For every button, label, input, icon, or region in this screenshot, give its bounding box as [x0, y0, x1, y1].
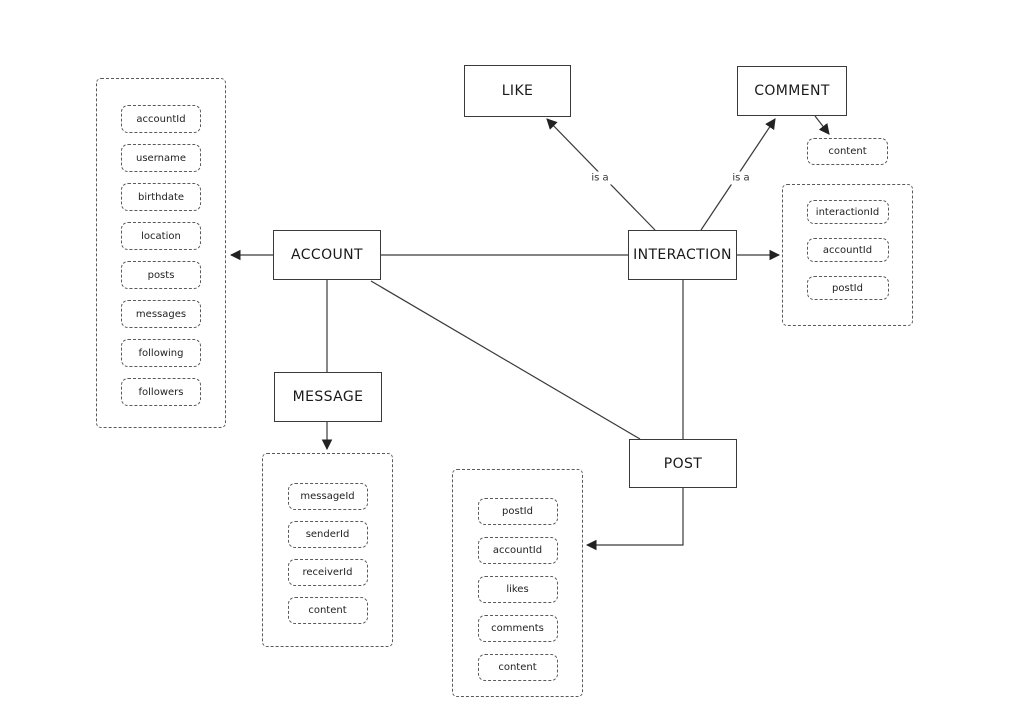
attribute-postid: postId [806, 276, 889, 300]
entity-box-comment: COMMENT [737, 66, 847, 116]
entity-label-post: POST [663, 455, 703, 472]
attribute-location: location [121, 222, 201, 250]
attribute-likes: likes [477, 576, 558, 603]
attribute-content: content [477, 654, 558, 681]
connector-account-post [370, 280, 641, 440]
entity-label-interaction: INTERACTION [633, 247, 732, 263]
attribute-comment-content: content [807, 138, 888, 165]
attribute-group-post: postId accountId likes comments content [452, 469, 583, 697]
entity-label-message: MESSAGE [292, 389, 364, 405]
connector-comment-to-content [814, 115, 830, 135]
attribute-interactionid: interactionId [806, 200, 889, 224]
attribute-group-account: accountId username birthdate location po… [96, 78, 226, 428]
attribute-following: following [121, 339, 201, 367]
edge-label-is-a: is a [728, 171, 754, 185]
attribute-messageid: messageId [287, 483, 368, 510]
attribute-messages: messages [121, 300, 201, 328]
attribute-content: content [287, 597, 368, 624]
attribute-birthdate: birthdate [121, 183, 201, 211]
attribute-username: username [121, 144, 201, 172]
attribute-posts: posts [121, 261, 201, 289]
attribute-comments: comments [477, 615, 558, 642]
attribute-accountid: accountId [477, 537, 558, 564]
entity-label-comment: COMMENT [754, 83, 830, 99]
entity-box-interaction: INTERACTION [628, 230, 737, 280]
attribute-receiverid: receiverId [287, 559, 368, 586]
attribute-postid: postId [477, 498, 558, 525]
entity-label-account: ACCOUNT [291, 247, 363, 263]
entity-box-post: POST [629, 439, 737, 488]
attribute-senderid: senderId [287, 521, 368, 548]
edge-label-is-a: is a [587, 171, 613, 185]
entity-box-like: LIKE [464, 65, 571, 117]
attribute-accountid: accountId [806, 238, 889, 262]
attribute-group-interaction: interactionId accountId postId [782, 184, 913, 326]
attribute-group-message: messageId senderId receiverId content [262, 453, 393, 647]
entity-label-like: LIKE [501, 83, 534, 99]
entity-box-message: MESSAGE [274, 372, 382, 422]
attribute-followers: followers [121, 378, 201, 406]
connector-post-to-attributes [585, 488, 684, 551]
attribute-accountid: accountId [121, 105, 201, 133]
entity-box-account: ACCOUNT [273, 230, 381, 280]
